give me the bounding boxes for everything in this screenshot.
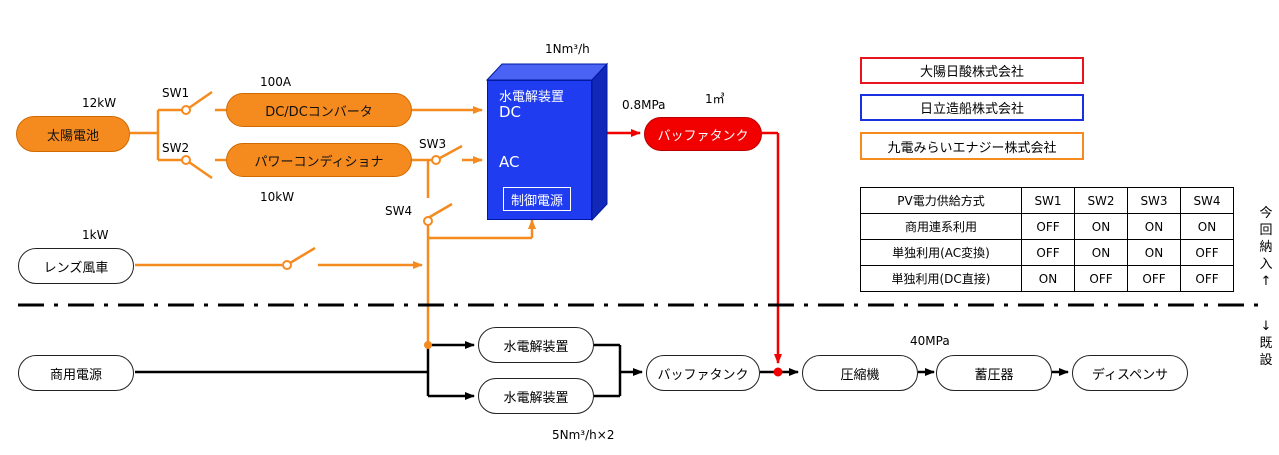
lens-wind-turbine-node: レンズ風車	[18, 248, 134, 284]
table-row: 単独利用(DC直接) ON OFF OFF OFF	[860, 265, 1234, 292]
electrolyzer-side	[591, 62, 608, 222]
control-power-box: 制御電源	[503, 187, 571, 211]
buffer-tank-existing: バッファタンク	[646, 355, 760, 391]
table-cell: ON	[1180, 213, 1234, 240]
pressure-label: 0.8MPa	[622, 98, 666, 112]
table-cell: ON	[1074, 239, 1128, 266]
table-cell: 単独利用(AC変換)	[860, 239, 1022, 266]
table-header-cell: SW3	[1127, 187, 1181, 214]
legend-hitachi-zosen: 日立造船株式会社	[860, 94, 1084, 121]
table-cell: 単独利用(DC直接)	[860, 265, 1022, 292]
solar-power-label: 12kW	[82, 96, 117, 110]
hydrogen-new-lines	[596, 129, 782, 364]
table-header-cell: PV電力供給方式	[860, 187, 1022, 214]
table-header-cell: SW1	[1021, 187, 1075, 214]
table-cell: ON	[1127, 239, 1181, 266]
electrolyzer-existing-2: 水電解装置	[478, 378, 594, 414]
legend-kyuden-mirai: 九電みらいエナジー株式会社	[860, 132, 1084, 160]
dcdc-current-label: 100A	[260, 75, 292, 89]
table-cell: ON	[1127, 213, 1181, 240]
table-header-row: PV電力供給方式 SW1 SW2 SW3 SW4	[860, 187, 1234, 214]
this-delivery-label: 今回納入↑	[1259, 206, 1273, 289]
sw3-label: SW3	[419, 137, 447, 151]
electrolyzer-flow-label: 1Nm³/h	[545, 42, 590, 56]
table-cell: OFF	[1074, 265, 1128, 292]
tank-volume-label: 1㎥	[705, 92, 725, 106]
table-cell: OFF	[1180, 265, 1234, 292]
electrolyzer-ac-label: AC	[499, 153, 520, 171]
solar-cell-node: 太陽電池	[16, 116, 130, 152]
compressor-pressure-label: 40MPa	[910, 334, 950, 348]
table-cell: OFF	[1127, 265, 1181, 292]
electrolyzer-top	[485, 63, 609, 81]
table-cell: 商用連系利用	[860, 213, 1022, 240]
pv-supply-table: PV電力供給方式 SW1 SW2 SW3 SW4 商用連系利用 OFF ON O…	[860, 187, 1234, 292]
electrolyzer-new: 水電解装置 DC AC 制御電源	[487, 80, 592, 220]
table-cell: OFF	[1021, 239, 1075, 266]
existing-lines	[135, 341, 1069, 400]
existing-flow-label: 5Nm³/h×2	[552, 428, 615, 442]
table-header-cell: SW2	[1074, 187, 1128, 214]
commercial-power-node: 商用電源	[18, 355, 134, 391]
power-conditioner-node: パワーコンディショナ	[226, 143, 412, 177]
table-cell: OFF	[1180, 239, 1234, 266]
table-cell: ON	[1074, 213, 1128, 240]
table-row: 商用連系利用 OFF ON ON ON	[860, 213, 1234, 240]
sw4-label: SW4	[385, 204, 413, 218]
electrolyzer-dc-label: DC	[499, 103, 522, 121]
junction-dot	[773, 367, 783, 377]
switch-contacts	[181, 105, 441, 270]
sw2-label: SW2	[162, 141, 190, 155]
junction-dot	[424, 341, 432, 349]
dcdc-converter-node: DC/DCコンバータ	[226, 93, 412, 127]
wind-power-label: 1kW	[82, 228, 109, 242]
compressor-node: 圧縮機	[802, 355, 918, 391]
electrolyzer-title: 水電解装置	[499, 90, 565, 105]
accumulator-node: 蓄圧器	[936, 355, 1052, 391]
table-cell: ON	[1021, 265, 1075, 292]
electrolyzer-existing-1: 水電解装置	[478, 327, 594, 363]
solar-wiring	[130, 90, 536, 345]
sw1-label: SW1	[162, 86, 190, 100]
pcs-power-label: 10kW	[260, 190, 295, 204]
existing-label: ↓既設	[1259, 319, 1273, 368]
dispenser-node: ディスペンサ	[1072, 355, 1188, 391]
legend-taiyo-nippon-sanso: 大陽日酸株式会社	[860, 57, 1084, 84]
buffer-tank-new: バッファタンク	[644, 117, 762, 151]
table-row: 単独利用(AC変換) OFF ON ON OFF	[860, 239, 1234, 266]
table-header-cell: SW4	[1180, 187, 1234, 214]
table-cell: OFF	[1021, 213, 1075, 240]
